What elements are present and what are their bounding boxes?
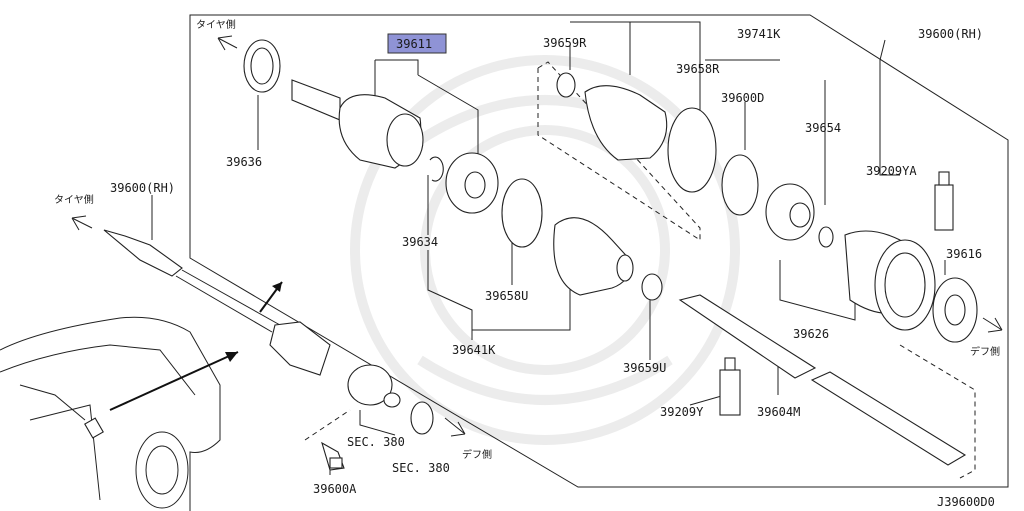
leader-lines (151, 21, 946, 475)
label-tire-side-top: タイヤ側 (196, 18, 236, 31)
label-tire-side-left: タイヤ側 (54, 193, 94, 206)
label-39626: 39626 (793, 327, 829, 341)
label-39659u: 39659U (623, 361, 666, 375)
label-39604m: 39604M (757, 405, 800, 419)
part-outer-joint-39611[interactable] (291, 79, 424, 169)
direction-arrow-tire-left (71, 215, 93, 231)
part-bolt-39600a[interactable] (321, 441, 345, 471)
label-39209y: 39209Y (660, 405, 704, 419)
part-sec380-flange[interactable] (347, 364, 401, 408)
highlight-box (387, 33, 447, 54)
label-39600rh-left: 39600(RH) (110, 181, 175, 195)
label-sec380-b: SEC. 380 (392, 461, 450, 475)
diagram-code: J39600D0 (937, 495, 995, 509)
direction-arrow-tire-top (217, 35, 238, 51)
assembly-frame (189, 14, 1009, 488)
part-small-band-39659r[interactable] (556, 72, 576, 98)
part-dust-cover-39616[interactable] (932, 277, 978, 343)
part-boot-band-39658u[interactable] (501, 178, 543, 248)
pointer-arrows (109, 281, 283, 411)
label-39634: 39634 (402, 235, 438, 249)
part-joint-housing[interactable] (844, 230, 936, 331)
part-seal-ring-39636[interactable] (243, 39, 281, 93)
part-sec380-seal[interactable] (410, 401, 434, 435)
label-39658u: 39658U (485, 289, 528, 303)
part-circlip-39634[interactable] (429, 156, 444, 182)
part-small-band-39659u[interactable] (641, 273, 663, 301)
label-39209ya: 39209YA (866, 164, 917, 178)
part-grease-tube-39209ya[interactable] (934, 171, 954, 231)
watermark-emblem (350, 55, 740, 445)
label-diff-side-bottom: デフ側 (462, 448, 492, 461)
part-boot-rh[interactable] (584, 85, 668, 161)
part-boot-band-39658r[interactable] (667, 107, 717, 193)
vehicle-silhouette (0, 316, 221, 511)
part-boot-inner[interactable] (553, 217, 634, 296)
direction-arrow-diff-right (982, 317, 1003, 333)
part-inner-cage[interactable] (765, 183, 815, 241)
label-39654: 39654 (805, 121, 841, 135)
part-shaft-upper[interactable] (678, 294, 817, 379)
label-39600a: 39600A (313, 482, 357, 496)
label-39600d: 39600D (721, 91, 764, 105)
direction-arrow-diff-bottom (444, 417, 466, 437)
bar-kit-frame (899, 344, 976, 479)
label-39641k: 39641K (452, 343, 496, 357)
part-complete-driveshaft[interactable] (103, 229, 331, 376)
part-ball-cage[interactable] (445, 152, 499, 214)
label-39600rh-top: 39600(RH) (918, 27, 983, 41)
label-39636: 39636 (226, 155, 262, 169)
part-ring-39600d[interactable] (721, 154, 759, 216)
label-39658r: 39658R (676, 62, 720, 76)
label-39659r: 39659R (543, 36, 587, 50)
label-diff-side-right: デフ側 (970, 345, 1000, 358)
sec380-frame (304, 409, 351, 441)
part-grease-tube-39209y[interactable] (719, 357, 741, 416)
rh-boot-kit-frame-lower (537, 68, 701, 241)
label-39616: 39616 (946, 247, 982, 261)
label-39611: 39611 (396, 37, 432, 51)
part-snap-ring-39654[interactable] (818, 226, 834, 248)
label-39741k: 39741K (737, 27, 781, 41)
label-sec380-a: SEC. 380 (347, 435, 405, 449)
part-shaft-lower[interactable] (810, 371, 967, 466)
